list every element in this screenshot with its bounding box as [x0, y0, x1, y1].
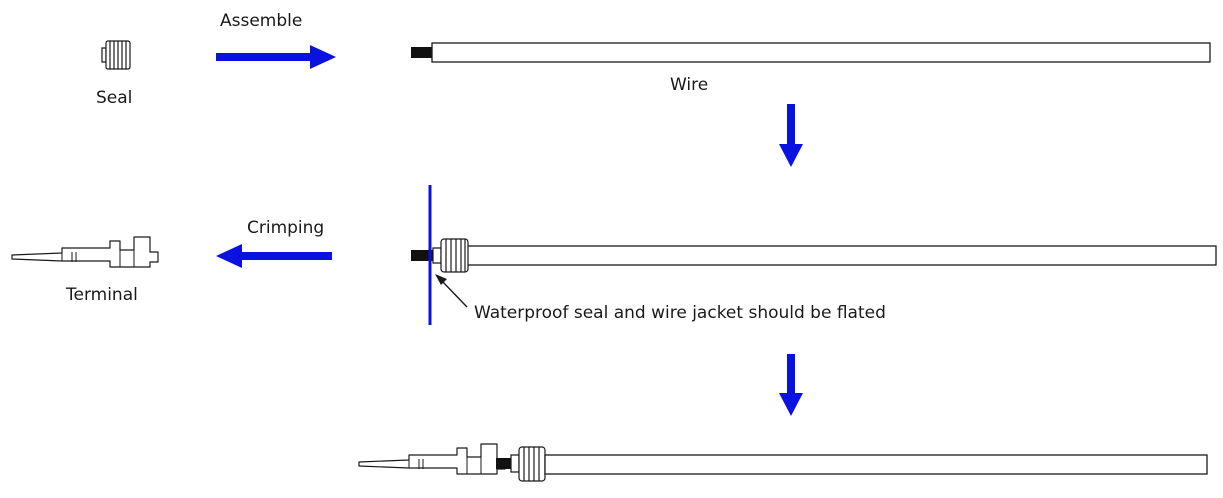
- seal-label: Seal: [96, 88, 133, 108]
- crimping-label: Crimping: [247, 218, 325, 238]
- wire-2-icon: [411, 245, 1217, 266]
- crimping-arrow-icon: [216, 244, 332, 268]
- down-arrow-2-icon: [779, 354, 803, 416]
- assemble-label: Assemble: [220, 11, 303, 31]
- wire-label: Wire: [670, 75, 709, 95]
- final-assembly-icon: [358, 443, 1208, 482]
- terminal-label: Terminal: [66, 285, 138, 305]
- down-arrow-1-icon: [779, 104, 803, 167]
- terminal-icon: [11, 236, 159, 268]
- assemble-arrow-icon: [216, 45, 336, 69]
- flat-note-label: Waterproof seal and wire jacket should b…: [474, 303, 886, 323]
- pointer-arrow-icon: [435, 274, 468, 308]
- assembled-seal-icon: [432, 238, 469, 273]
- wire-1-icon: [411, 42, 1211, 63]
- seal-icon: [101, 40, 131, 70]
